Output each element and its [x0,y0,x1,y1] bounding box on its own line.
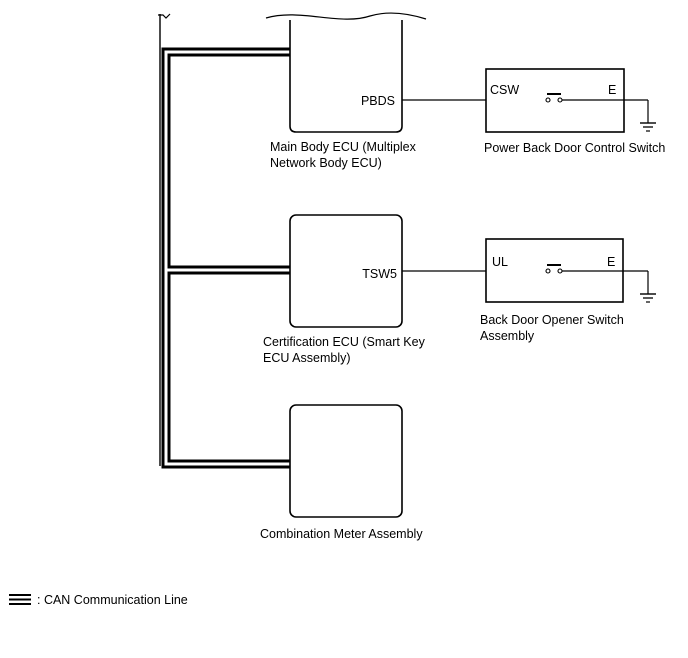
switch-contact-right [557,97,563,103]
ground-icon [640,122,656,132]
can-bus-break-mark [158,13,171,19]
power-back-door-control-switch: CSW E Power Back Door Control Switch [402,68,665,155]
back-door-opener-label-line2: Assembly [480,329,535,343]
switch-contact-left [545,97,551,103]
switch-contact-right [557,268,563,274]
main-body-ecu-label-line2: Network Body ECU) [270,156,382,170]
terminal-pbds: PBDS [361,94,395,108]
certification-ecu-label-line2: ECU Assembly) [263,351,351,365]
terminal-tsw5: TSW5 [362,267,397,281]
back-door-opener-label-line1: Back Door Opener Switch [480,313,624,327]
break-line [265,12,427,20]
certification-ecu-label-line1: Certification ECU (Smart Key [263,335,426,349]
combination-meter: Combination Meter Assembly [260,404,423,541]
main-body-ecu-label-line1: Main Body ECU (Multiplex [270,140,417,154]
combination-meter-label: Combination Meter Assembly [260,527,423,541]
back-door-opener-switch: UL E Back Door Opener Switch Assembly [402,238,656,343]
main-body-ecu: PBDS Main Body ECU (Multiplex Network Bo… [265,12,427,170]
legend-can-label: : CAN Communication Line [37,593,188,607]
ground-icon [640,293,656,303]
switch-contact-left [545,268,551,274]
terminal-ul: UL [492,255,508,269]
terminal-csw: CSW [490,83,519,97]
legend: : CAN Communication Line [9,593,188,607]
power-back-door-switch-label: Power Back Door Control Switch [484,141,665,155]
can-bus [161,47,295,469]
certification-ecu: TSW5 Certification ECU (Smart Key ECU As… [263,214,426,365]
can-line-legend-icon [9,594,31,605]
terminal-e-bottom: E [607,255,615,269]
terminal-e-top: E [608,83,616,97]
